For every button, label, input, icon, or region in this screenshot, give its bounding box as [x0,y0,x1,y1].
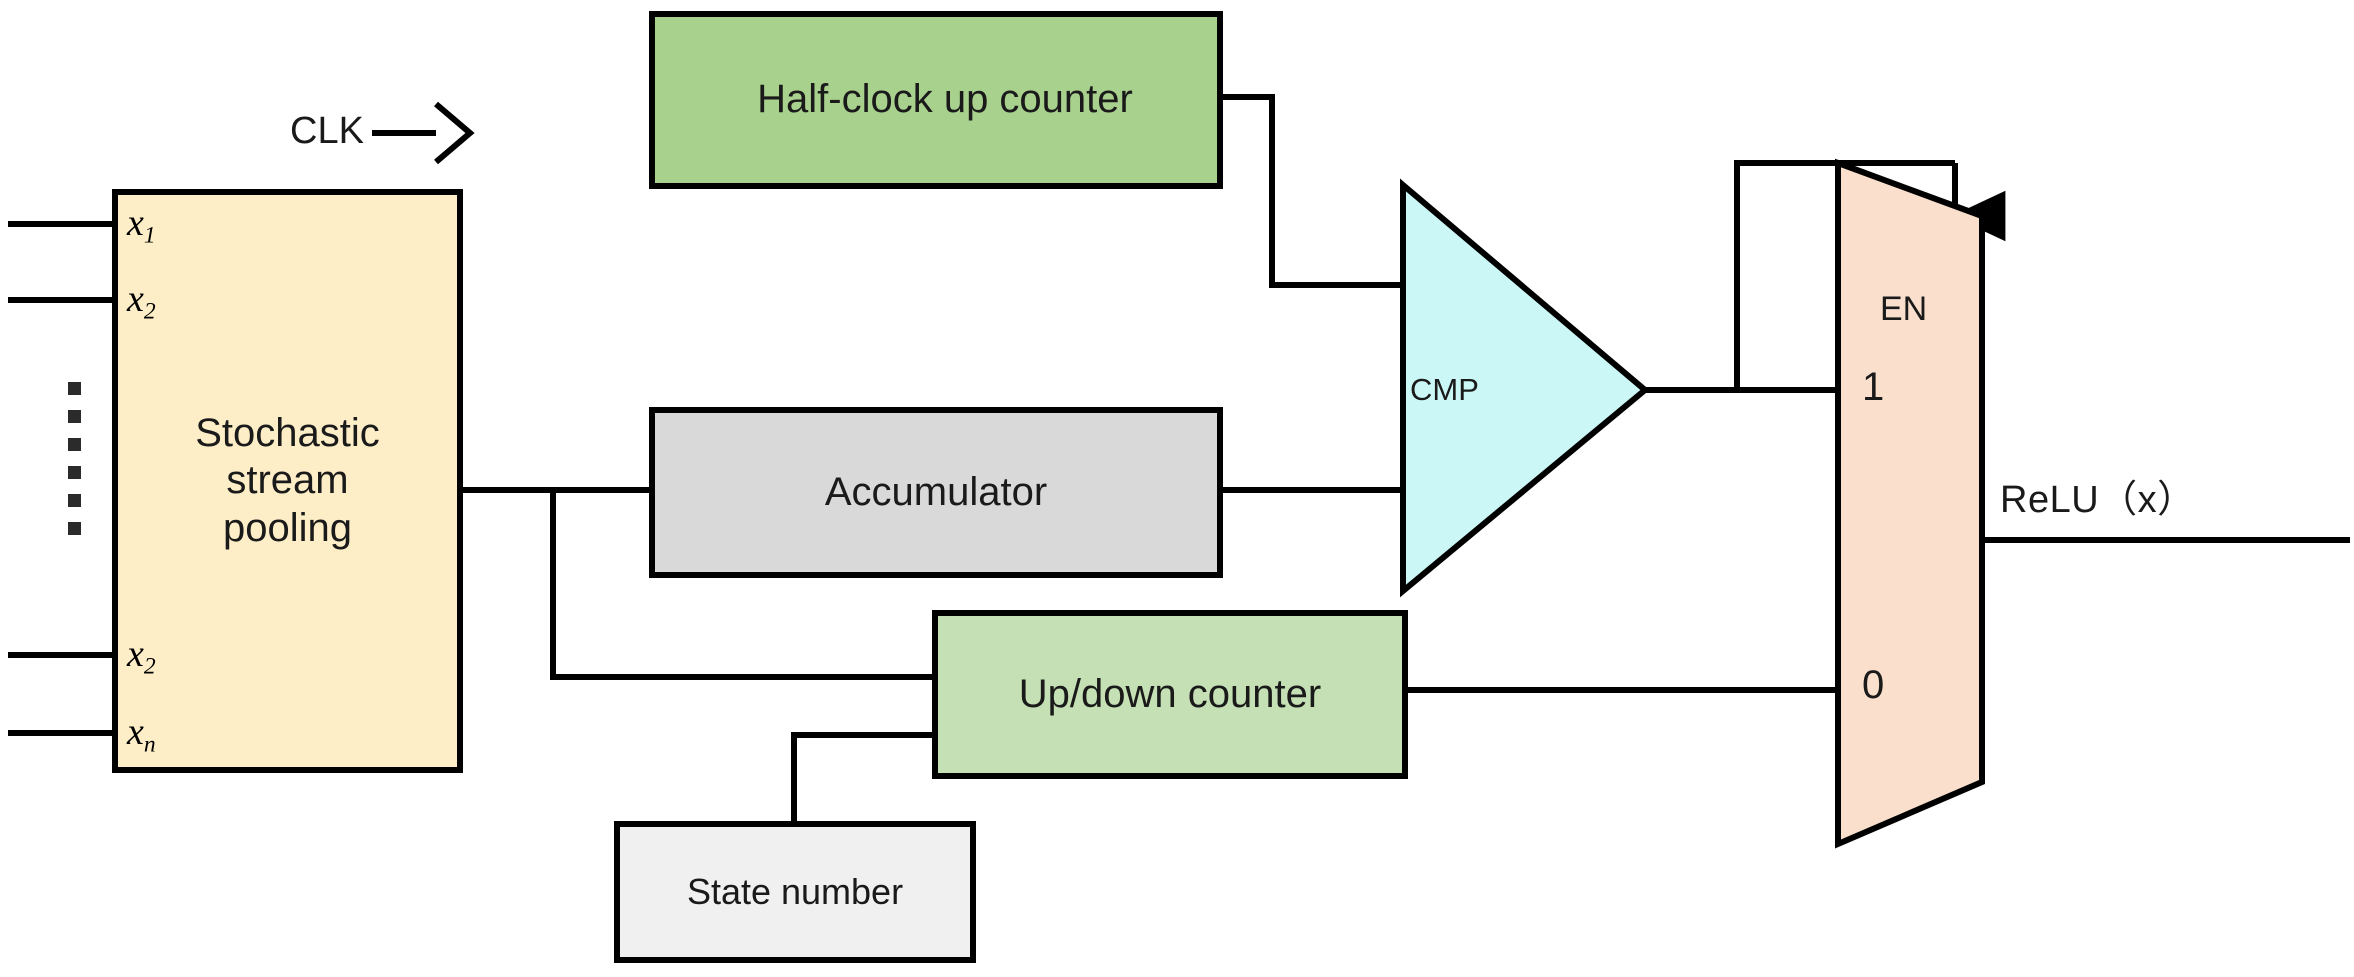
port-base-x2b: x [127,633,144,675]
block-stochastic-stream-pooling [112,189,463,773]
wire-pooling-to-updown [550,490,935,680]
port-sub-x2b: 2 [143,653,156,680]
port-label-xn: xn [127,713,156,757]
block-comparator [1400,178,1650,598]
block-state-number [614,821,976,963]
port-base-x1: x [127,202,144,244]
port-sub-xn: n [143,731,156,758]
mux-enable-label: EN [1880,290,1928,328]
wire-halfclock-to-cmp [1220,94,1403,288]
wire-state-to-updown [791,732,935,826]
block-accumulator [649,407,1223,578]
clock-triangle-icon [434,101,475,165]
mux-input-0-label: 0 [1862,663,1885,707]
port-sub-x1: 1 [143,222,156,249]
clk-label: CLK [290,110,364,152]
port-base-xn: x [127,711,144,753]
vertical-ellipsis-icon [68,382,81,535]
port-label-x2b: x2 [127,635,156,679]
port-label-x1: x1 [127,204,156,248]
port-base-x2: x [127,278,144,320]
output-label-relu: ReLU（x） [2000,479,2196,521]
wire-cmp-to-en [1734,160,1955,390]
block-up-down-counter [932,610,1408,779]
port-sub-x2: 2 [143,298,156,325]
mux-input-1-label: 1 [1862,365,1885,409]
port-label-x2: x2 [127,280,156,324]
block-multiplexer [1835,158,1985,849]
block-half-clock-up-counter [649,11,1223,189]
